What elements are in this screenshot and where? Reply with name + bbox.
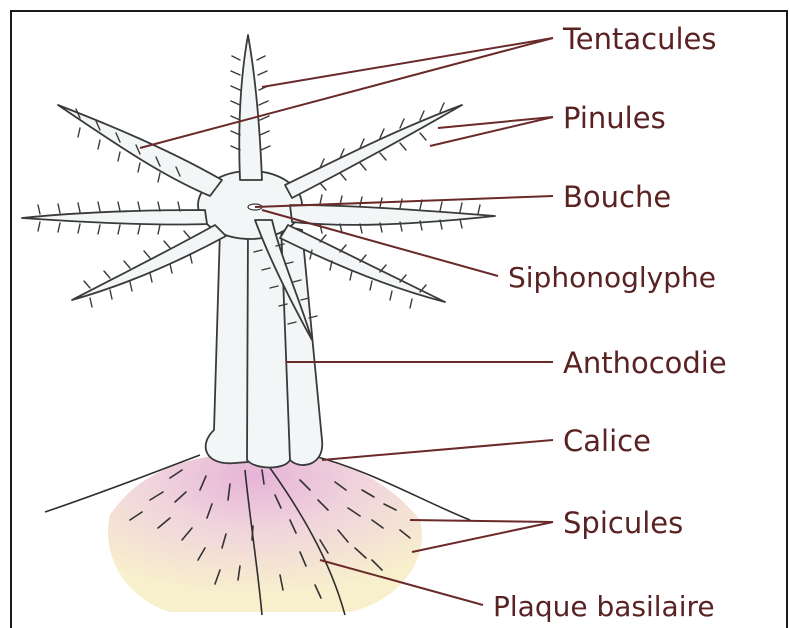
label-tentacules: Tentacules [562,22,716,56]
label-calice: Calice [563,424,651,458]
label-plaque-basilaire: Plaque basilaire [493,590,715,623]
label-anthocodie: Anthocodie [563,346,727,380]
polyp-stalk [206,225,323,468]
label-bouche: Bouche [563,180,671,214]
label-pinules: Pinules [563,101,666,135]
label-spicules: Spicules [563,506,683,540]
label-siphonoglyphe: Siphonoglyphe [508,261,716,294]
